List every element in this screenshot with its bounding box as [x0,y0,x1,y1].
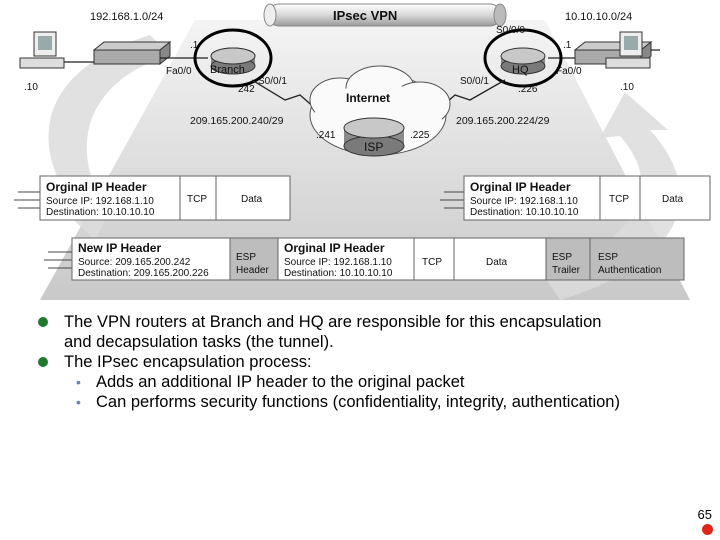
tunnel-label: IPsec VPN [333,8,397,23]
packet-right-src: Source IP: 192.168.1.10 [470,196,578,207]
encap-esp-header-2: Header [236,265,269,276]
branch-dot1: .1 [190,40,199,51]
tunnel-end-right [493,3,507,27]
encap-new-src: Source: 209.165.200.242 [78,257,191,268]
isp-right-ip: .225 [410,130,430,141]
packet-right-tcp: TCP [609,194,629,205]
sub-bullet-item: • Can performs security functions (confi… [38,392,698,412]
hq-fa-label: Fa0/0 [556,66,582,77]
encap-esp-auth-1: ESP [598,252,618,263]
encap-orig-src: Source IP: 192.168.1.10 [284,257,392,268]
isp-router-icon [343,117,405,157]
encap-tcp: TCP [422,257,442,268]
right-subnet-label: 209.165.200.224/29 [456,115,550,127]
page-number: 65 [697,507,712,522]
red-dot-icon [702,524,713,535]
left-subnet-label: 209.165.200.240/29 [190,115,284,127]
pc-left-ip: .10 [24,82,38,93]
packet-left-tcp: TCP [187,194,207,205]
bullet-item: The IPsec encapsulation process: [38,352,698,372]
internet-label: Internet [346,91,390,105]
isp-left-ip: .241 [316,130,336,141]
packet-right-header: Orginal IP Header [470,180,571,194]
hq-serial-label: S0/0/1 [460,76,489,87]
hq-highlight-circle [483,28,563,88]
encap-esp-trailer-2: Trailer [552,265,581,276]
branch-router-label: Branch [210,64,245,76]
branch-fa-label: Fa0/0 [166,66,192,77]
encap-orig-dst: Destination: 10.10.10.10 [284,268,393,279]
bullet-text: The IPsec encapsulation process: [64,353,312,371]
encap-orig-header: Orginal IP Header [284,241,385,255]
bullet-dot-icon [38,317,48,327]
hq-network-label: 10.10.10.0/24 [565,11,632,23]
encap-data: Data [486,257,508,268]
packet-encapsulated [44,237,685,281]
switch-left-icon [92,40,172,66]
encap-esp-auth-2: Authentication [598,265,661,276]
packet-right [440,175,711,221]
hq-wan-ip: .226 [518,84,538,95]
background-cone [40,20,690,300]
branch-wan-ip: 242 [238,84,255,95]
packet-left-dst: Destination: 10.10.10.10 [46,207,155,218]
isp-router-label: ISP [364,140,383,154]
hq-dot1: .1 [563,40,572,51]
sub-bullet-dot-icon: • [76,394,81,410]
bullet-text: The VPN routers at Branch and HQ are res… [64,313,602,331]
encap-new-dst: Destination: 209.165.200.226 [78,268,209,279]
branch-router-icon [210,47,256,75]
hq-serial0-label: S0/0/0 [496,25,525,36]
pc-right-ip: .10 [620,82,634,93]
hq-router-icon [500,47,546,75]
packet-right-data: Data [662,194,684,205]
sub-bullet-text: Adds an additional IP header to the orig… [96,373,465,391]
branch-network-label: 192.168.1.0/24 [90,11,163,23]
ipsec-vpn-diagram: IPsec VPN 192.168.1.0/24 10.10.10.0/24 .… [14,3,711,300]
sub-bullet-dot-icon: • [76,374,81,390]
packet-left [14,175,291,221]
pc-left-icon [19,31,65,69]
branch-serial-label: S0/0/1 [258,76,287,87]
encap-new-header: New IP Header [78,241,161,255]
bullet-text-cont: and decapsulation tasks (the tunnel). [64,333,334,351]
bullet-item: The VPN routers at Branch and HQ are res… [38,312,698,352]
encap-esp-trailer-1: ESP [552,252,572,263]
tunnel-end-left [263,3,277,27]
pc-right-icon [605,31,651,69]
packet-left-src: Source IP: 192.168.1.10 [46,196,154,207]
hq-router-label: HQ [512,64,529,76]
packet-right-dst: Destination: 10.10.10.10 [470,207,579,218]
packet-left-data: Data [241,194,263,205]
bullet-list: The VPN routers at Branch and HQ are res… [38,312,698,412]
sub-bullet-text: Can performs security functions (confide… [96,393,620,411]
bullet-dot-icon [38,357,48,367]
encap-esp-header-1: ESP [236,252,256,263]
branch-highlight-circle [193,28,273,88]
packet-left-header: Orginal IP Header [46,180,147,194]
sub-bullet-item: • Adds an additional IP header to the or… [38,372,698,392]
